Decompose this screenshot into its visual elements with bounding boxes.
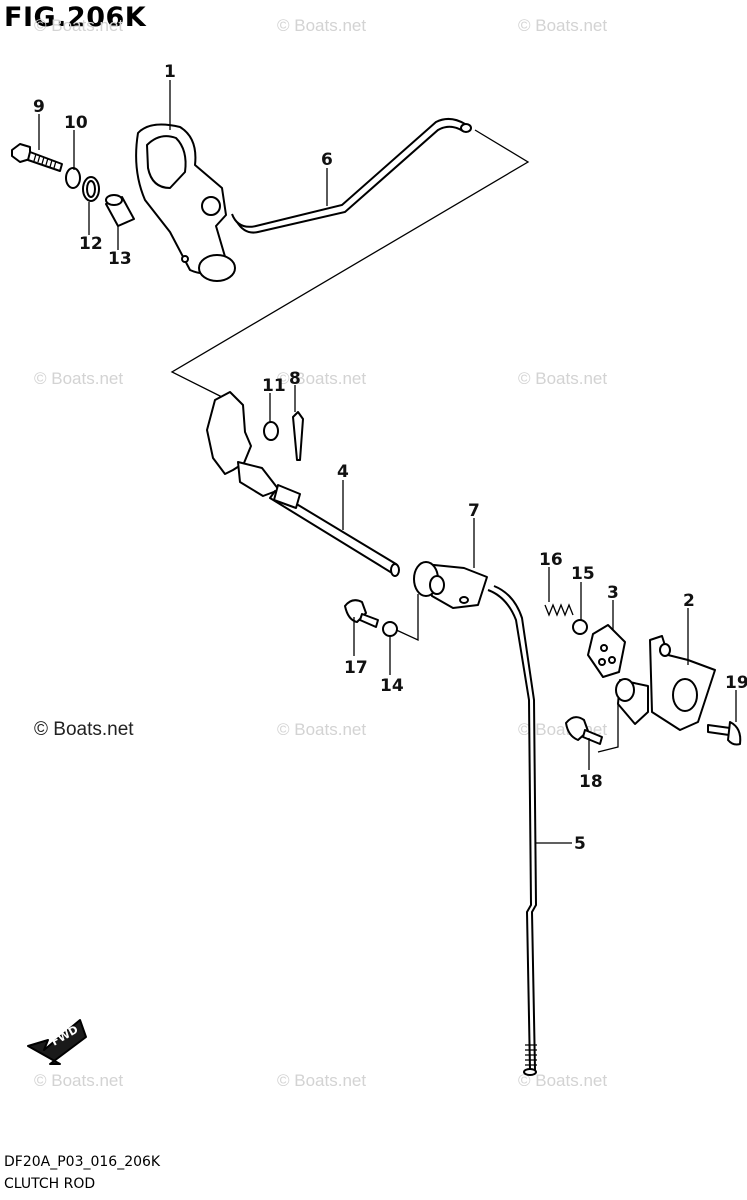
callout-16: 16 (539, 550, 563, 570)
assembly-guide-line (170, 129, 530, 398)
watermark: © Boats.net (277, 1071, 367, 1090)
diagram-subtitle: CLUTCH ROD (4, 1176, 96, 1192)
callout-8: 8 (289, 369, 301, 389)
watermark-prominent: © Boats.net (34, 719, 134, 740)
ball-part-15 (572, 619, 588, 635)
screw-part-19 (707, 721, 742, 746)
bushing-part-13 (105, 194, 135, 227)
callout-11: 11 (262, 376, 286, 396)
clutch-cam-part-7 (413, 561, 488, 609)
callout-19: 19 (725, 673, 747, 693)
watermark: © Boats.net (518, 16, 608, 35)
callout-4: 4 (337, 462, 349, 482)
watermark: © Boats.net (518, 1071, 608, 1090)
assembly-guide-line (597, 702, 619, 753)
clutch-shaft-part-4 (206, 391, 400, 577)
o-ring-part-12 (82, 176, 100, 202)
watermark: © Boats.net (277, 720, 367, 739)
watermark: © Boats.net (277, 369, 367, 388)
callout-13: 13 (108, 249, 132, 269)
callout-1: 1 (164, 62, 176, 82)
callout-15: 15 (571, 564, 595, 584)
clutch-rod-part-6 (231, 118, 466, 228)
callout-18: 18 (579, 772, 603, 792)
diagram-code: DF20A_P03_016_206K (4, 1154, 161, 1170)
callout-5: 5 (574, 834, 586, 854)
clutch-arm-part-1 (135, 123, 236, 282)
callout-6: 6 (321, 150, 333, 170)
shift-lever-part-2 (615, 635, 716, 731)
washer-part-11 (263, 421, 279, 441)
callout-14: 14 (380, 676, 404, 696)
washer-part-10 (65, 167, 81, 189)
cotter-pin-part-8 (292, 411, 304, 461)
forward-direction-arrow: FWD (27, 1019, 87, 1065)
callout-3: 3 (607, 583, 619, 603)
detent-plate-part-3 (587, 624, 626, 678)
assembly-guide-line (391, 594, 419, 642)
bolt-part-18 (565, 716, 603, 745)
figure-title: FIG.206K (4, 2, 147, 33)
watermark: © Boats.net (518, 369, 608, 388)
washer-part-14 (382, 621, 398, 637)
leader-lines (38, 80, 737, 844)
bolt-part-9 (11, 143, 63, 172)
spring-part-16 (544, 603, 574, 617)
callout-7: 7 (468, 501, 480, 521)
callout-10: 10 (64, 113, 88, 133)
watermark: © Boats.net (34, 369, 124, 388)
clutch-rod-part-5 (487, 589, 533, 1071)
watermark: © Boats.net (34, 16, 124, 35)
callout-9: 9 (33, 97, 45, 117)
callout-17: 17 (344, 658, 368, 678)
watermark: © Boats.net (34, 1071, 124, 1090)
bolt-part-17 (344, 599, 379, 628)
watermark: © Boats.net (277, 16, 367, 35)
callout-2: 2 (683, 591, 695, 611)
callout-12: 12 (79, 234, 103, 254)
